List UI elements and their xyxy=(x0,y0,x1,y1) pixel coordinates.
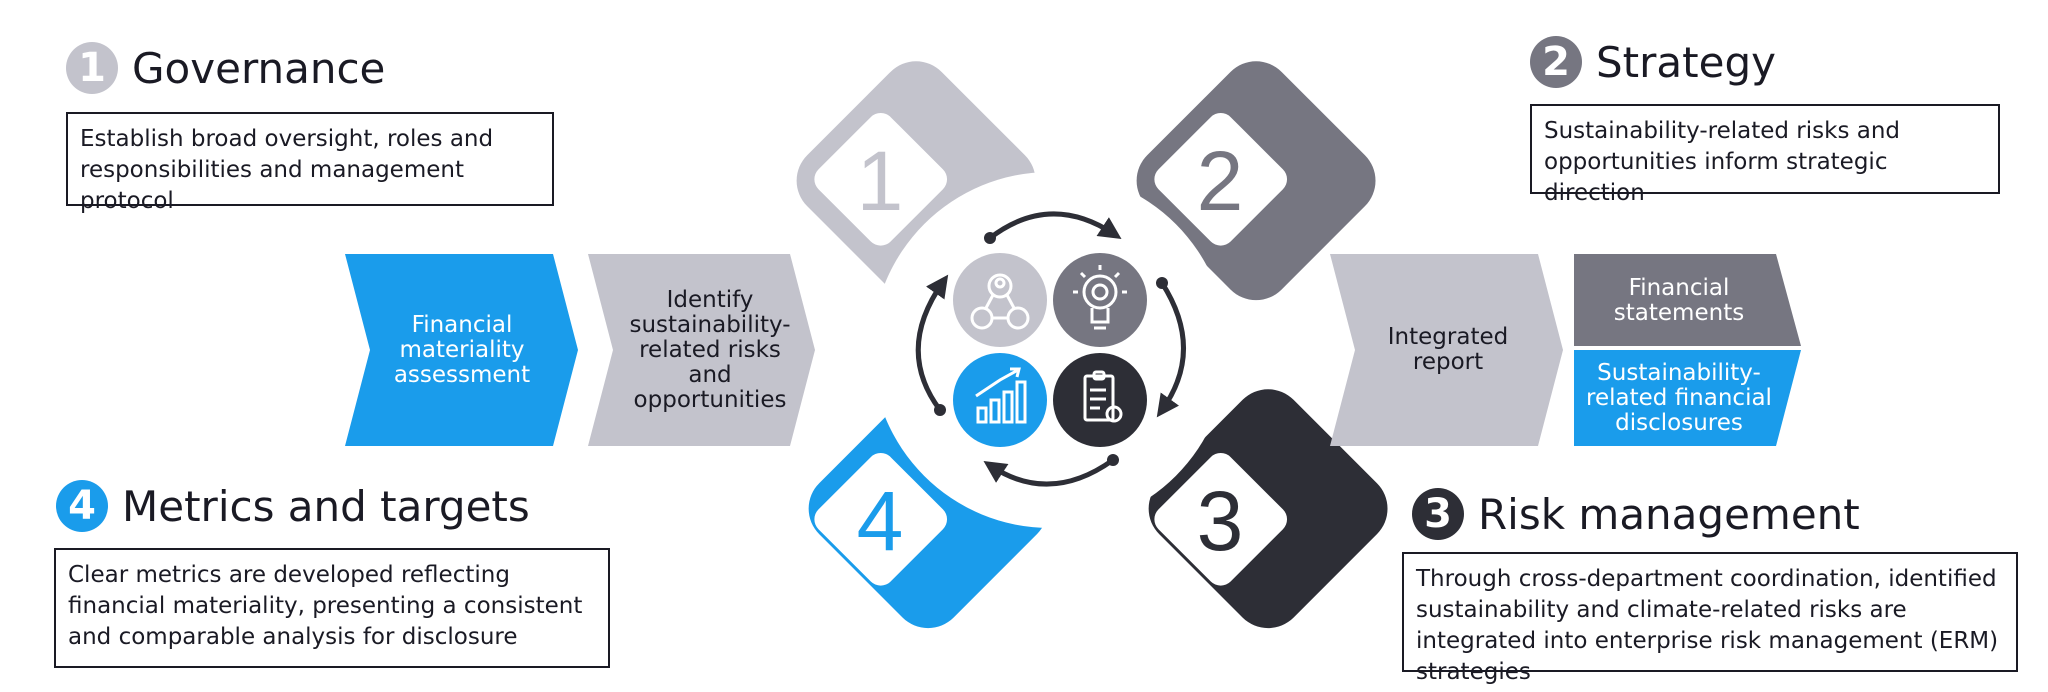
growth-chart-icon xyxy=(953,353,1047,447)
financial-materiality-label: Financial materiality assessment xyxy=(393,311,531,388)
chevron-identify-risks xyxy=(588,254,815,446)
metrics-title: Metrics and targets xyxy=(122,481,530,531)
risk-management-title: Risk management xyxy=(1478,489,1860,539)
diamond-number-2: 2 xyxy=(1197,134,1244,228)
cycle-arrows xyxy=(915,211,1186,487)
disclosures-band xyxy=(1574,350,1801,446)
risk-management-number-badge: 3 xyxy=(1412,488,1464,540)
strategy-title: Strategy xyxy=(1596,37,1776,87)
governance-number-badge: 1 xyxy=(66,42,118,94)
diamond-number-1: 1 xyxy=(857,134,904,228)
risk-management-description: Through cross-department coordination, i… xyxy=(1402,552,2018,685)
strategy-heading: 2 Strategy xyxy=(1530,32,1776,92)
financial-statements-band xyxy=(1574,254,1801,346)
disclosures-label: Sustainability-related financial disclos… xyxy=(1586,359,1772,436)
risk-management-heading: 3 Risk management xyxy=(1412,484,1860,544)
lightbulb-gear-icon xyxy=(1053,253,1147,347)
risk-management-diamond: 3 xyxy=(1148,389,1388,629)
chevron-integrated-report xyxy=(1330,254,1563,446)
chevron-financial-materiality xyxy=(345,254,578,446)
metrics-heading: 4 Metrics and targets xyxy=(56,476,530,536)
integrated-report-label: Integrated report xyxy=(1387,324,1509,375)
strategy-description: Sustainability-related risks and opportu… xyxy=(1530,104,2000,206)
strategy-number-badge: 2 xyxy=(1530,36,1582,88)
financial-statements-label: Financial statements xyxy=(1613,275,1745,326)
people-network-icon xyxy=(953,253,1047,347)
diamond-number-3: 3 xyxy=(1197,474,1244,568)
checklist-gear-icon xyxy=(1053,353,1147,447)
diamond-number-4: 4 xyxy=(857,474,904,568)
strategy-diamond: 2 xyxy=(1136,61,1376,301)
governance-heading: 1 Governance xyxy=(66,38,385,98)
governance-description: Establish broad oversight, roles and res… xyxy=(66,112,554,214)
metrics-description: Clear metrics are developed reflecting f… xyxy=(54,548,610,668)
metrics-number-badge: 4 xyxy=(56,480,108,532)
identify-risks-label: Identify sustainability-related risks an… xyxy=(629,286,791,413)
governance-title: Governance xyxy=(132,43,386,93)
